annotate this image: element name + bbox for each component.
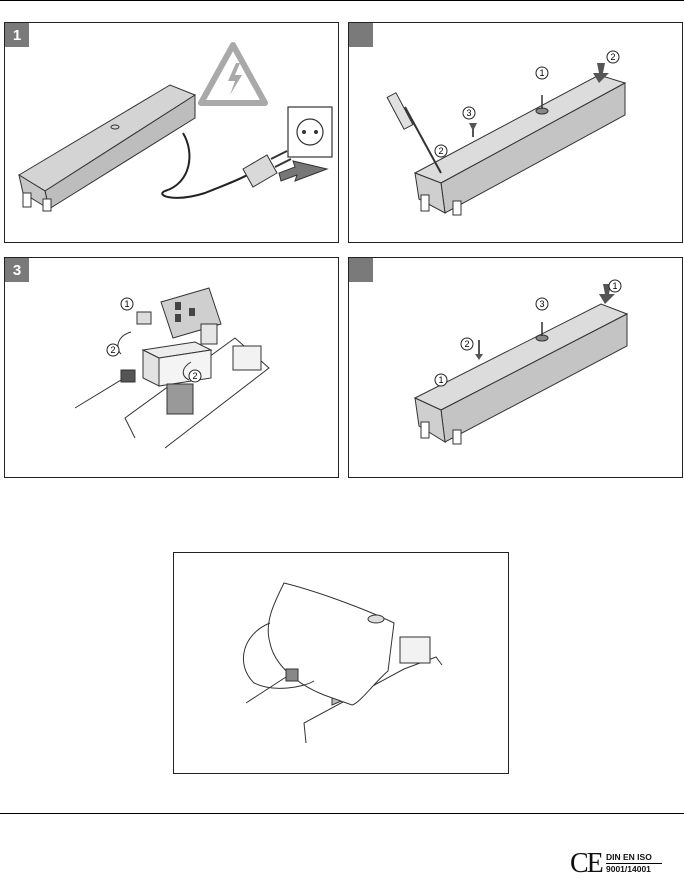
step-panel-2: 1 2 3 2 bbox=[348, 22, 683, 243]
plug-icon bbox=[243, 151, 291, 187]
marker-2: 2 bbox=[610, 52, 615, 62]
marker-1b: 1 bbox=[438, 375, 443, 385]
open-cover-illustration: 1 2 3 2 bbox=[349, 23, 682, 242]
ce-mark: CE bbox=[570, 848, 602, 880]
step-panel-1: 1 bbox=[4, 22, 339, 243]
marker-2b: 2 bbox=[438, 146, 443, 156]
marker-2b: 2 bbox=[192, 371, 197, 381]
device-housing bbox=[415, 304, 627, 444]
marker-2: 2 bbox=[110, 345, 115, 355]
screwdriver-icon bbox=[387, 93, 441, 173]
step-panel-4: 1 3 2 1 bbox=[348, 257, 683, 478]
hand-icon bbox=[243, 583, 394, 705]
din-en-iso-certification: DIN EN ISO 9001/14001 bbox=[606, 852, 662, 875]
transformer-block bbox=[143, 342, 211, 386]
circuit-board bbox=[161, 288, 221, 344]
cert-line-2: 9001/14001 bbox=[606, 864, 662, 875]
screw-icon bbox=[368, 615, 384, 623]
pcb-removal-illustration: 1 2 2 bbox=[5, 258, 338, 477]
marker-1: 1 bbox=[612, 281, 617, 291]
marker-3: 3 bbox=[466, 108, 471, 118]
marker-1: 1 bbox=[124, 299, 129, 309]
step-panel-3: 3 1 2 2 bbox=[4, 257, 339, 478]
connector-icon bbox=[286, 669, 298, 681]
bottom-rule bbox=[0, 813, 684, 814]
marker-3: 3 bbox=[539, 299, 544, 309]
arrow-down-icon bbox=[475, 354, 483, 360]
marker-2: 2 bbox=[464, 339, 469, 349]
device-housing bbox=[415, 75, 625, 215]
wall-socket-icon bbox=[288, 107, 332, 157]
device-housing bbox=[19, 85, 195, 211]
cert-line-1: DIN EN ISO bbox=[606, 852, 662, 864]
hand-removing-module-illustration bbox=[174, 553, 508, 773]
marker-1: 1 bbox=[539, 68, 544, 78]
pull-arrow-icon bbox=[279, 161, 327, 181]
unplug-illustration bbox=[5, 23, 338, 242]
top-rule bbox=[0, 0, 684, 1]
hand-removal-panel bbox=[173, 552, 509, 774]
high-voltage-warning-icon bbox=[201, 45, 265, 103]
close-cover-illustration: 1 3 2 1 bbox=[349, 258, 682, 477]
